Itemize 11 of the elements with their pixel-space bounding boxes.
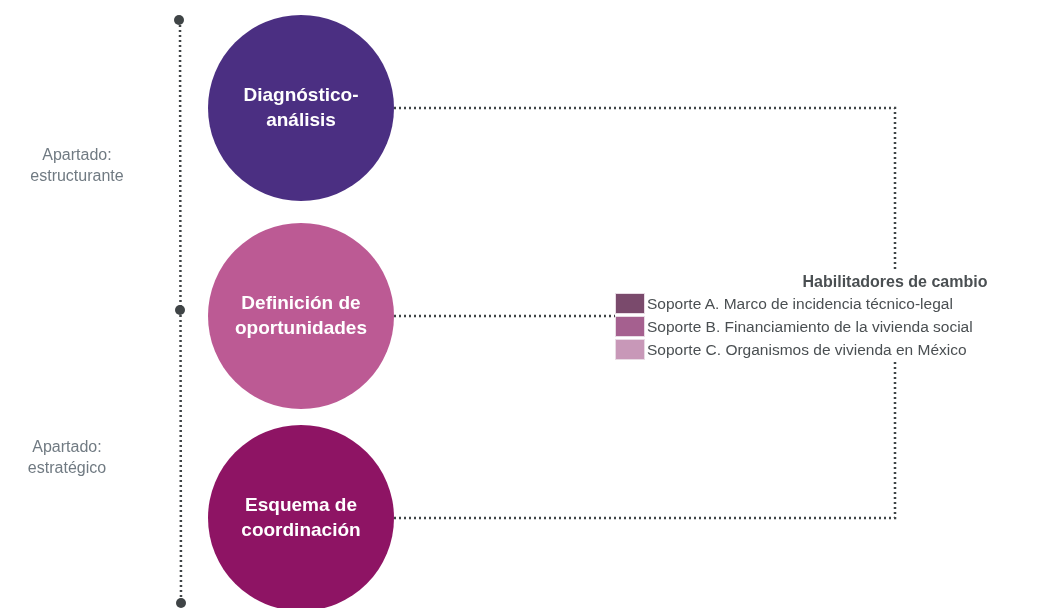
legend-heading: Habilitadores de cambio xyxy=(801,272,989,292)
dotted-connector xyxy=(394,362,897,520)
legend-text: Soporte B. Financiamiento de la vivienda social xyxy=(647,317,973,336)
dotted-connector xyxy=(394,106,897,272)
stage-title: Diagnóstico-análisis xyxy=(242,83,360,132)
section-label: Apartado: estructurante xyxy=(29,145,125,186)
stage-title: Esquema de coordinación xyxy=(240,493,362,542)
legend-text: Soporte A. Marco de incidencia técnico-legal xyxy=(647,294,953,313)
stage-title: Definición de oportunidades xyxy=(234,291,368,340)
section-label: Apartado: estratégico xyxy=(26,437,108,478)
legend-text: Soporte C. Organismos de vivienda en México xyxy=(647,340,967,359)
